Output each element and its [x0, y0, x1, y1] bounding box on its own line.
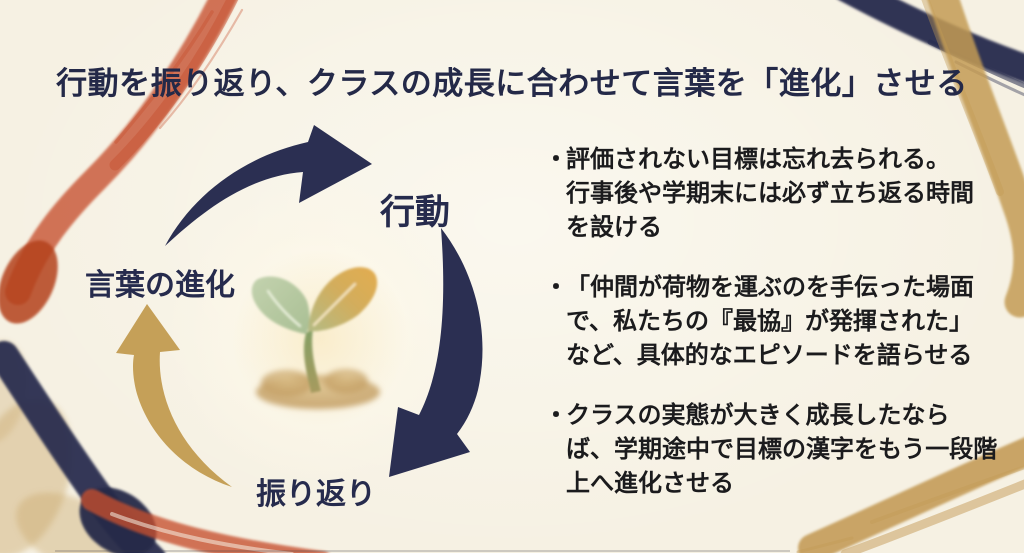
bullet-text: 評価されない目標は忘れ去られる。 行事後や学期末には必ず立ち返る時間 を設ける: [566, 146, 974, 241]
cycle-arrow-right: [389, 228, 483, 477]
bullet-marker: ・: [544, 146, 568, 173]
slide-title: 行動を振り返り、クラスの成長に合わせて言葉を「進化」させる: [56, 66, 968, 102]
cycle-label-action: 行動: [380, 192, 451, 233]
brush-stroke-top-left: [0, 0, 244, 324]
slide-bottom-edge: [55, 550, 790, 552]
bullet-text: 「仲間が荷物を運ぶのを手伝った場面 で、私たちの『最協』が発揮された」 など、具…: [566, 274, 974, 369]
cycle-arrow-top: [165, 125, 372, 246]
bullet-marker: ・: [544, 274, 568, 301]
brush-stroke-bottom-left: [0, 340, 329, 553]
cycle-arrow-left-gold: [116, 304, 232, 487]
bullet-marker: ・: [544, 402, 568, 429]
bullet-item-growth: ・ クラスの実態が大きく成長したなら ば、学期途中で目標の漢字をもう一段階 上へ…: [544, 399, 1004, 501]
sprout-icon: [251, 267, 380, 409]
bullet-item-episode: ・ 「仲間が荷物を運ぶのを手伝った場面 で、私たちの『最協』が発揮された」 など…: [544, 271, 1004, 373]
cycle-label-reflection: 振り返り: [256, 477, 376, 512]
bullet-text: クラスの実態が大きく成長したなら ば、学期途中で目標の漢字をもう一段階 上へ進化…: [566, 402, 998, 497]
bullet-list: ・ 評価されない目標は忘れ去られる。 行事後や学期末には必ず立ち返る時間 を設け…: [544, 143, 1004, 501]
brush-stroke-bottom-right: [796, 437, 1024, 553]
bullet-item-evaluation: ・ 評価されない目標は忘れ去られる。 行事後や学期末には必ず立ち返る時間 を設け…: [544, 143, 1004, 245]
cycle-label-evolution: 言葉の進化: [85, 268, 235, 303]
brush-stroke-top-right: [838, 0, 1024, 318]
